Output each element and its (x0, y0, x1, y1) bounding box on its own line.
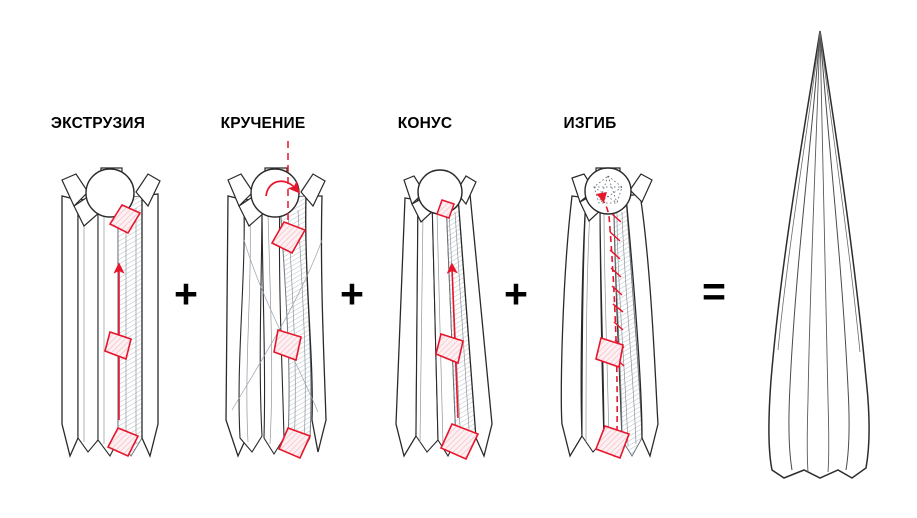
operator-equals: = (702, 268, 726, 315)
bend-markers (594, 336, 631, 460)
twist-top-cap (227, 167, 326, 227)
figure-twist (225, 141, 327, 460)
result-leaf (768, 30, 870, 479)
cone-markers (435, 199, 480, 461)
figure-extrusion (61, 167, 161, 458)
operator-plus-3: + (504, 270, 528, 317)
label-twist: КРУЧЕНИЕ (220, 115, 306, 132)
bend-top-cap (571, 167, 653, 222)
operator-plus-1: + (174, 270, 198, 317)
label-extrusion: ЭКСТРУЗИЯ (50, 115, 146, 132)
figure-bend (560, 167, 659, 460)
extrusion-body (61, 193, 159, 458)
cone-body (395, 193, 493, 458)
extrusion-markers (104, 203, 142, 458)
twist-rotation-arrow (265, 180, 300, 197)
bend-body (560, 193, 659, 458)
bend-construction-lines (593, 175, 623, 204)
extrusion-top-cap (61, 167, 161, 227)
figure-cone (395, 169, 493, 461)
twist-markers (270, 221, 312, 460)
label-cone: КОНУС (397, 115, 453, 132)
operator-plus-2: + (340, 270, 364, 317)
label-bend: ИЗГИБ (563, 115, 617, 132)
